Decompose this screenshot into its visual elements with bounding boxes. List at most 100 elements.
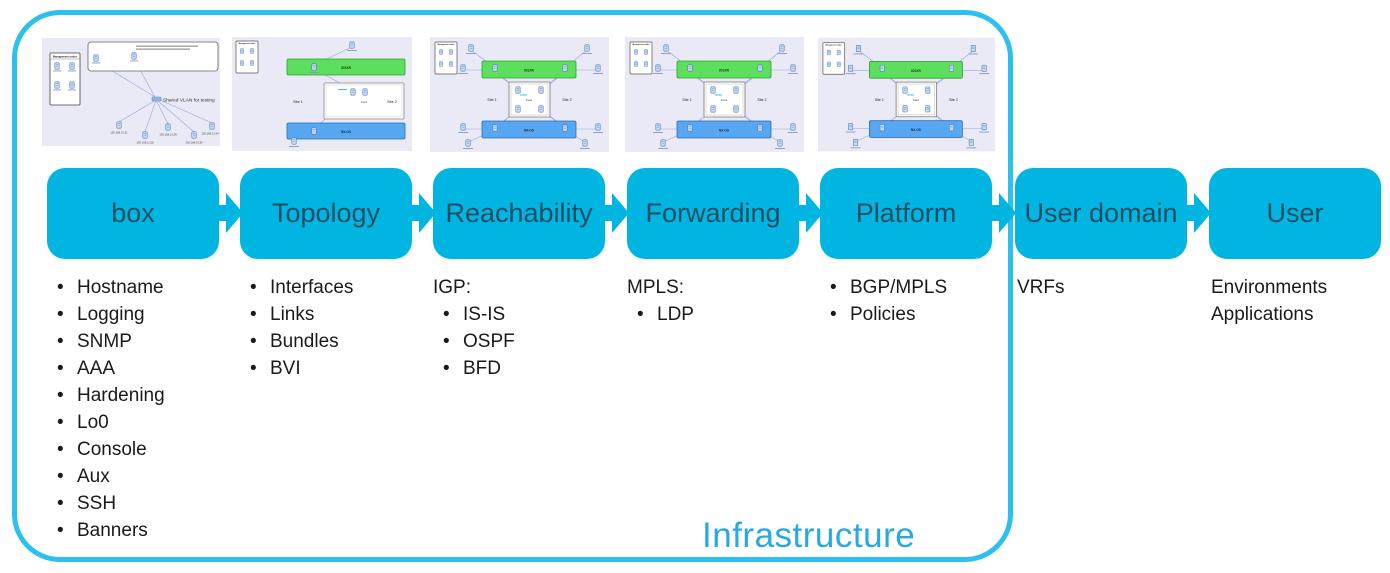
stage-column-reachability: Reachability IGP: IS-ISOSPFBFD [433,168,605,382]
management-nodes-box: Management nodes [822,42,846,75]
mesh-topology-drawing: Management nodes IOSXR Core Site 1 Site … [818,37,995,152]
list-item: LDP [627,301,799,328]
site1-label: Site 1 [682,98,691,102]
thumbnail-topology-sites: Management nodes IOSXR Core Site 1 Site … [232,37,412,151]
core-label: Core [526,98,533,102]
iosxr-bar-label: IOSXR [719,69,730,73]
mesh-devices [653,44,798,149]
iosxr-bar: IOSXR [869,60,963,79]
device-ip: 192.168.0.144 [201,132,219,136]
management-nodes-box: Management nodes [629,41,653,75]
nxos-bar: NX-OS [286,122,406,140]
site2-label: Site 2 [562,98,571,102]
device-ip: 192.168.0.128 [159,133,177,137]
list-item: Policies [820,301,992,328]
stage-label: box [111,198,155,229]
stage-list-header: IGP: [433,277,472,298]
stage-bullet-list: HostnameLoggingSNMPAAAHardeningLo0Consol… [47,274,219,544]
stage-bullet-list: BGP/MPLSPolicies [820,274,992,328]
site2-label: Site 2 [949,98,958,102]
nxos-bar-label: NX-OS [719,129,729,133]
stage-box: Reachability [433,168,605,259]
sites-topology-drawing: Management nodes IOSXR Core Site 1 Site … [232,37,412,151]
stage-column-platform: Platform BGP/MPLSPolicies [820,168,992,328]
stage-label: User [1266,198,1324,229]
stage-label: Topology [271,198,381,229]
flow-arrow-icon [986,193,1016,233]
core-box: Core [508,81,551,118]
iosxr-bar: IOSXR [286,58,406,76]
core-box: Core [323,82,405,120]
stage-column-forwarding: Forwarding MPLS: LDP [627,168,799,328]
iosxr-bar: IOSXR [676,60,772,79]
list-item: OSPF [433,328,605,355]
core-label: Core [721,98,728,102]
list-item: Applications [1211,304,1314,325]
mesh-topology-drawing: Management nodes IOSXR Core Site 1 Site … [430,37,609,152]
list-item: AAA [47,355,219,382]
site1-label: Site 1 [875,98,884,102]
stage-label: User domain [1024,198,1178,229]
list-item: Aux [47,463,219,490]
list-item: Console [47,436,219,463]
management-nodes-title: Management nodes [826,44,843,47]
stage-box: box [47,168,219,259]
flow-arrow-icon [406,193,436,233]
management-nodes-box: Management nodes [434,41,458,75]
iosxr-bar-label: IOSXR [911,69,922,73]
management-nodes-title: Management nodes [633,43,650,46]
list-item: BFD [433,355,605,382]
nxos-bar-label: NX-OS [524,129,534,133]
list-item: BVI [240,355,412,382]
nxos-bar: NX-OS [869,120,963,138]
stage-plain-list: VRFs [1015,274,1187,301]
thumbnail-topology-mesh-3: Management nodes IOSXR Core Site 1 Site … [818,37,995,152]
stage-box: Topology [240,168,412,259]
stage-box: Platform [820,168,992,259]
stage-list-header: MPLS: [627,277,685,298]
stage-bullet-list: IS-ISOSPFBFD [433,301,605,382]
iosxr-bar: IOSXR [481,60,577,79]
management-nodes-title: Management nodes [239,42,256,45]
mesh-devices [458,44,603,149]
shared-vlan-switch [151,96,162,102]
shared-vlan-label: Shared VLAN for testing [163,98,215,104]
thumbnail-mgmt-vlan-topology: Management nodes Shared VLAN for testing… [42,38,220,146]
site2-label: Site 2 [757,98,766,102]
thumbnail-topology-mesh-2: Management nodes IOSXR Core Site 1 Site … [625,37,804,152]
list-item: Lo0 [47,409,219,436]
nxos-bar-label: NX-OS [341,130,351,134]
list-item: Logging [47,301,219,328]
nxos-bar-label: NX-OS [911,128,921,132]
stage-bullet-list: InterfacesLinksBundlesBVI [240,274,412,382]
list-item: IS-IS [433,301,605,328]
core-box: Core [703,81,746,118]
iosxr-bar-label: IOSXR [341,66,352,70]
stage-column-topology: Topology InterfacesLinksBundlesBVI [240,168,412,382]
core-label: Core [361,100,368,104]
stage-box: Forwarding [627,168,799,259]
list-item: Links [240,301,412,328]
list-item: SNMP [47,328,219,355]
flow-arrow-icon [599,193,629,233]
list-item: Hostname [47,274,219,301]
device-ip: 192.168.0.121 [110,131,128,135]
device-ip: 192.168.0.130 [185,141,203,145]
device-ip: 192.168.0.110 [137,141,154,145]
flow-arrow-icon [213,193,243,233]
flow-arrow-icon [793,193,823,233]
mesh-devices [845,45,990,149]
list-item: Bundles [240,328,412,355]
core-label: Core [913,98,920,102]
list-item: Environments [1211,277,1328,298]
stage-label: Forwarding [645,198,781,229]
list-item: VRFs [1017,277,1065,298]
site2-label: Site 2 [387,100,397,104]
infrastructure-label: Infrastructure [702,516,916,555]
stage-label: Platform [855,198,957,229]
test-devices: 192.168.0.121 192.168.0.110 192.168.0.12… [110,121,219,145]
site1-label: Site 1 [487,98,496,102]
site1-label: Site 1 [293,100,303,104]
iosxr-bar-label: IOSXR [524,69,535,73]
